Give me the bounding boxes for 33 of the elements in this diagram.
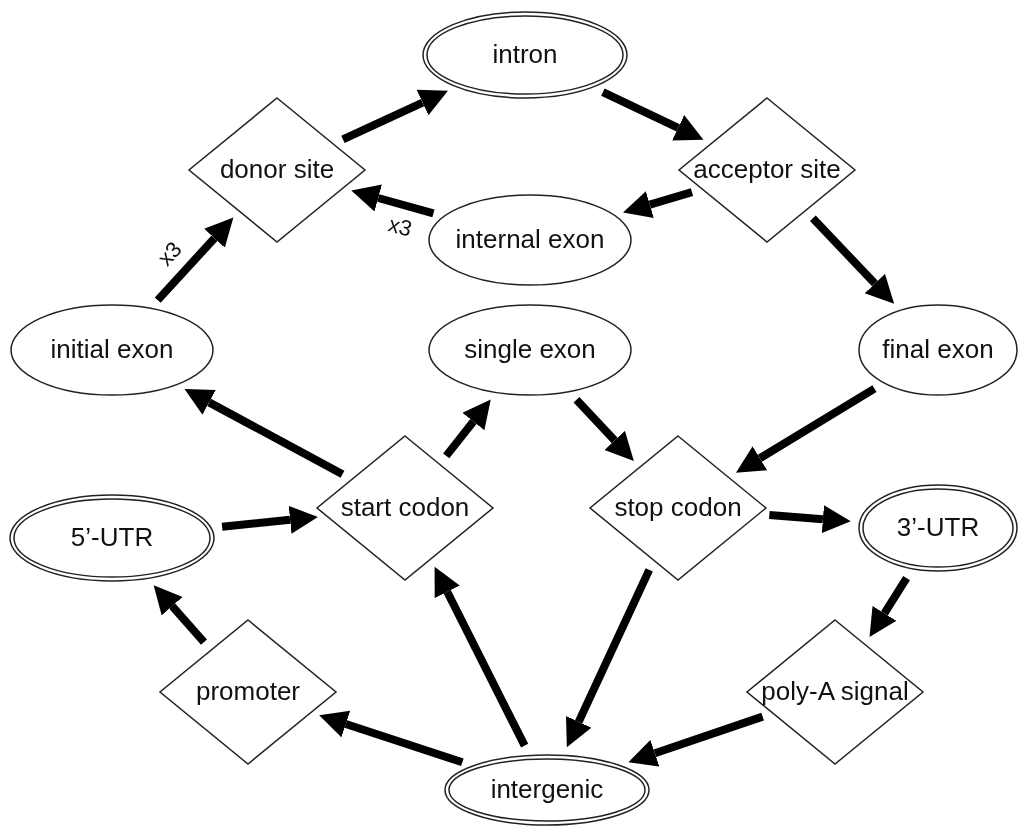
arrow [221, 505, 318, 534]
arrow [601, 88, 704, 141]
node-label: initial exon [50, 334, 174, 366]
arrow [628, 712, 764, 767]
node-label: 3’-UTR [896, 512, 980, 544]
node-label: acceptor site [693, 154, 841, 186]
arrow [566, 568, 653, 748]
arrow [623, 188, 694, 219]
node-label: donor site [219, 154, 335, 186]
node-label: intergenic [490, 774, 604, 806]
node-label: poly-A signal [761, 676, 909, 708]
arrow [319, 710, 464, 767]
arrow [153, 585, 207, 645]
node-label: start codon [340, 492, 470, 524]
arrow [184, 389, 345, 478]
arrow [809, 215, 895, 304]
node-label: single exon [464, 334, 596, 366]
node-label: promoter [195, 676, 300, 708]
node-label: intron [492, 39, 558, 71]
arrow [154, 217, 234, 303]
node-label: internal exon [455, 224, 605, 256]
edge-label: x3 [385, 211, 415, 243]
arrow [573, 396, 634, 461]
arrow [443, 399, 491, 459]
arrow [434, 566, 529, 748]
arrow [869, 575, 910, 638]
arrow [735, 385, 877, 473]
edge-label: x3 [152, 236, 188, 272]
arrow [341, 89, 448, 144]
node-label: final exon [882, 334, 994, 366]
node-label: 5’-UTR [70, 522, 154, 554]
arrow [351, 184, 435, 218]
node-label: stop codon [614, 492, 742, 524]
